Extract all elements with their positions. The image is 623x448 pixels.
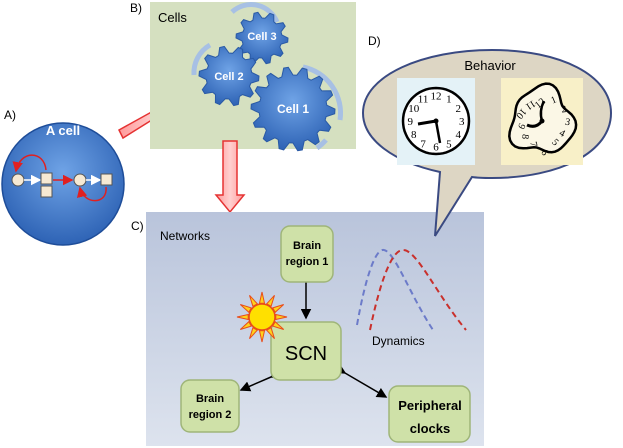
node-scn bbox=[270, 321, 342, 381]
cell-1-label: Cell 1 bbox=[277, 102, 309, 116]
cell-2-label: Cell 2 bbox=[214, 71, 243, 83]
panel-c-label: C) bbox=[131, 219, 144, 233]
node-scn-label: SCN bbox=[285, 343, 327, 365]
sun-icon bbox=[236, 291, 288, 343]
protein-node-3 bbox=[100, 173, 113, 186]
gene-node-2 bbox=[73, 173, 87, 187]
node-brain-region-2-line2: region 2 bbox=[189, 409, 232, 421]
clock-number: 6 bbox=[433, 142, 439, 154]
panel-b-label: B) bbox=[130, 1, 142, 15]
dynamics-curve-red bbox=[369, 249, 467, 331]
clock-number: 12 bbox=[431, 90, 442, 102]
arrow-b-to-c bbox=[214, 140, 246, 214]
clock-number: 7 bbox=[420, 138, 426, 150]
node-brain-region-1-line2: region 1 bbox=[286, 256, 329, 268]
clock-number: 8 bbox=[411, 129, 417, 141]
cell-gears bbox=[198, 11, 336, 152]
clock-number: 5 bbox=[549, 137, 560, 148]
node-brain-region-1 bbox=[280, 225, 334, 283]
clock-number: 8 bbox=[519, 134, 530, 140]
rotation-arc-2 bbox=[191, 42, 212, 76]
clock-number: 9 bbox=[408, 116, 414, 128]
clock-number: 4 bbox=[456, 129, 462, 141]
node-peripheral-line2: clocks bbox=[410, 421, 450, 436]
clock-number: 9 bbox=[515, 122, 527, 131]
clock-number: 1 bbox=[446, 94, 452, 106]
panel-a-label: A) bbox=[4, 108, 16, 122]
feedback-arrow-2 bbox=[76, 186, 107, 202]
node-brain-region-2-line1: Brain bbox=[196, 393, 224, 405]
clock-number: 11 bbox=[418, 94, 429, 106]
clock-number: 2 bbox=[456, 103, 462, 115]
protein-node-2 bbox=[40, 185, 53, 198]
protein-node-1 bbox=[40, 172, 53, 185]
clock-number: 6 bbox=[538, 148, 550, 158]
gear-cell-3 bbox=[235, 11, 289, 65]
rotation-arc-3 bbox=[302, 64, 343, 121]
panel-d-label: D) bbox=[368, 34, 381, 48]
clock-number: 3 bbox=[459, 116, 465, 128]
clock-number: 7 bbox=[527, 141, 539, 148]
gear-cell-2 bbox=[198, 45, 260, 107]
clock-number: 2 bbox=[561, 104, 567, 115]
dynamics-curve-blue bbox=[356, 249, 434, 331]
edge-scn-brain2 bbox=[239, 368, 282, 392]
cell-a: A cell bbox=[1, 122, 125, 246]
clock-number: 3 bbox=[564, 117, 571, 129]
cell-3-label: Cell 3 bbox=[247, 31, 276, 43]
clock-number: 5 bbox=[446, 138, 452, 150]
panel-d-title: Behavior bbox=[464, 58, 516, 73]
clock-number: 1 bbox=[549, 94, 558, 106]
cell-a-title: A cell bbox=[46, 123, 80, 138]
gear-cell-1 bbox=[250, 66, 336, 152]
edge-scn-peripheral bbox=[334, 363, 388, 398]
node-brain-region-2 bbox=[180, 379, 240, 433]
feedback-arrow-1 bbox=[12, 154, 47, 173]
panel-b-title: Cells bbox=[158, 10, 187, 25]
node-brain-region-1-line1: Brain bbox=[293, 240, 321, 252]
gene-node-1 bbox=[11, 173, 25, 187]
dynamics-label: Dynamics bbox=[372, 334, 425, 348]
clock-number: 10 bbox=[408, 103, 420, 115]
clock-number: 4 bbox=[557, 128, 567, 140]
node-peripheral-clocks bbox=[388, 385, 471, 443]
panel-c-title: Networks bbox=[160, 229, 210, 243]
node-peripheral-line1: Peripheral bbox=[398, 398, 462, 413]
